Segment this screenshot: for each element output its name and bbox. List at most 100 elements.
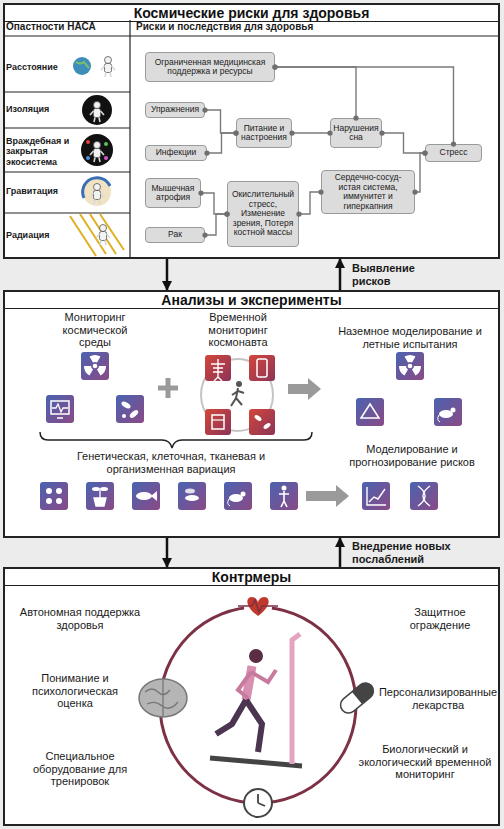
table-grid: [4, 171, 130, 172]
box-text: Нарушения сна: [333, 124, 379, 143]
link-line: [207, 133, 236, 153]
box-text: Ограниченная медицинская поддержка и рес…: [148, 58, 272, 77]
flow-arrow: [339, 538, 342, 567]
microbiome-icon: [249, 409, 275, 435]
edge-label: Внедрение новых послаблений: [352, 540, 457, 565]
cells-icon: [56, 498, 62, 504]
item-label: Моделирование и прогнозирование рисков: [342, 443, 482, 468]
flow-arrow: [166, 259, 169, 290]
isolation-icon: [82, 95, 112, 125]
wearable-icon: [257, 359, 267, 377]
sample-icon: [212, 419, 224, 420]
item-label: Биологический и экологический временной …: [350, 743, 500, 781]
item-label: Автономная поддержка здоровья: [10, 606, 150, 631]
risk-chart-icon: [362, 482, 390, 510]
human-icon: [270, 482, 298, 510]
wearable-icon: [249, 355, 275, 381]
link-line: [275, 67, 454, 144]
monitor-icon: [46, 395, 74, 423]
ecosystem-icon: [81, 134, 113, 166]
runner: [249, 649, 263, 663]
plant-icon: [100, 487, 108, 491]
edge-label: Выявление рисков: [352, 262, 432, 287]
brain-icon: [139, 679, 187, 717]
table-cell: Гравитация: [6, 186, 70, 196]
table-grid: [4, 127, 130, 128]
distance-icon: [73, 57, 91, 75]
monitor-icon: [46, 395, 74, 423]
space-radiation-icon: [83, 355, 108, 376]
ecosystem-icon: [86, 156, 90, 160]
rodent-icon: [434, 398, 462, 426]
link-line: [201, 193, 227, 214]
risk-box: Упражнения: [145, 102, 205, 118]
human-icon: [279, 491, 289, 507]
fly-icon: [185, 489, 195, 494]
ecosystem-icon: [86, 140, 90, 144]
risk-box: Рак: [145, 227, 205, 243]
microbe-icon: [129, 409, 140, 419]
microbiome-icon: [263, 422, 272, 430]
microbe-icon: [116, 395, 144, 423]
clock-icon: [258, 794, 265, 806]
risk-box: Окислительный стресс, Изменение зрения, …: [227, 181, 299, 247]
risk-box: Стресс: [425, 144, 482, 162]
microbiome-icon: [249, 409, 275, 435]
table-cell: Опастности НАСА: [6, 21, 128, 33]
rodent-icon: [451, 408, 456, 413]
human-icon: [282, 486, 287, 491]
item-label: Персонализированные лекарства: [378, 686, 498, 711]
ground-radiation-icon: [396, 352, 424, 380]
box-text: Мышечная атрофия: [148, 184, 198, 203]
microbe-icon: [116, 395, 144, 423]
plant-icon: [92, 487, 100, 491]
link-line: [275, 67, 356, 118]
microbe-icon: [120, 400, 131, 409]
fly-icon: [185, 495, 199, 501]
item-label: Понимание и психологическая оценка: [15, 672, 135, 710]
human-icon: [270, 482, 298, 510]
box-text: Окислительный стресс, Изменение зрения, …: [230, 190, 296, 238]
risk-chart-icon: [367, 487, 386, 505]
cells-icon: [40, 482, 68, 510]
risk-box: Мышечная атрофия: [145, 178, 201, 208]
skeleton-icon: [211, 359, 225, 381]
table-grid: [4, 35, 499, 36]
table-grid: [4, 212, 130, 213]
rodent-icon: [434, 398, 462, 426]
gravity-icon: [90, 184, 104, 205]
risk-box: Нарушения сна: [330, 118, 382, 148]
flow-arrow: [166, 538, 169, 567]
cell-culture-icon: [356, 398, 384, 426]
table-cell: Расстояние: [6, 62, 70, 72]
rodent-icon: [438, 415, 440, 422]
risk-box: Питание и настроения: [236, 118, 292, 148]
clock-icon: [244, 789, 272, 817]
cells-icon: [46, 488, 52, 494]
link-line: [205, 214, 227, 235]
cell-culture-icon: [356, 398, 384, 426]
clock-icon: [244, 789, 272, 817]
box-text: Упражнения: [151, 105, 199, 115]
cells-icon: [40, 482, 68, 510]
link-line: [292, 132, 330, 133]
mouse-icon: [224, 482, 252, 510]
box-text: Рак: [168, 230, 182, 240]
box-text: Инфекции: [156, 148, 197, 158]
ground-radiation-icon: [398, 355, 423, 376]
wearable-icon: [249, 355, 275, 381]
link-line: [382, 133, 425, 153]
fish-icon: [136, 492, 152, 500]
ecosystem-icon: [90, 142, 104, 163]
astronaut-runner: [236, 381, 242, 387]
mouse-icon: [224, 482, 252, 510]
fish-icon: [151, 491, 157, 501]
dna-icon: [418, 486, 430, 506]
isolation-icon: [82, 95, 112, 125]
panel-heading: Анализы и эксперименты: [5, 292, 498, 309]
cells-icon: [46, 498, 52, 504]
skeleton-icon: [205, 355, 231, 381]
cells-icon: [56, 488, 62, 494]
plant-icon: [86, 482, 114, 510]
ground-radiation-icon: [396, 352, 424, 380]
